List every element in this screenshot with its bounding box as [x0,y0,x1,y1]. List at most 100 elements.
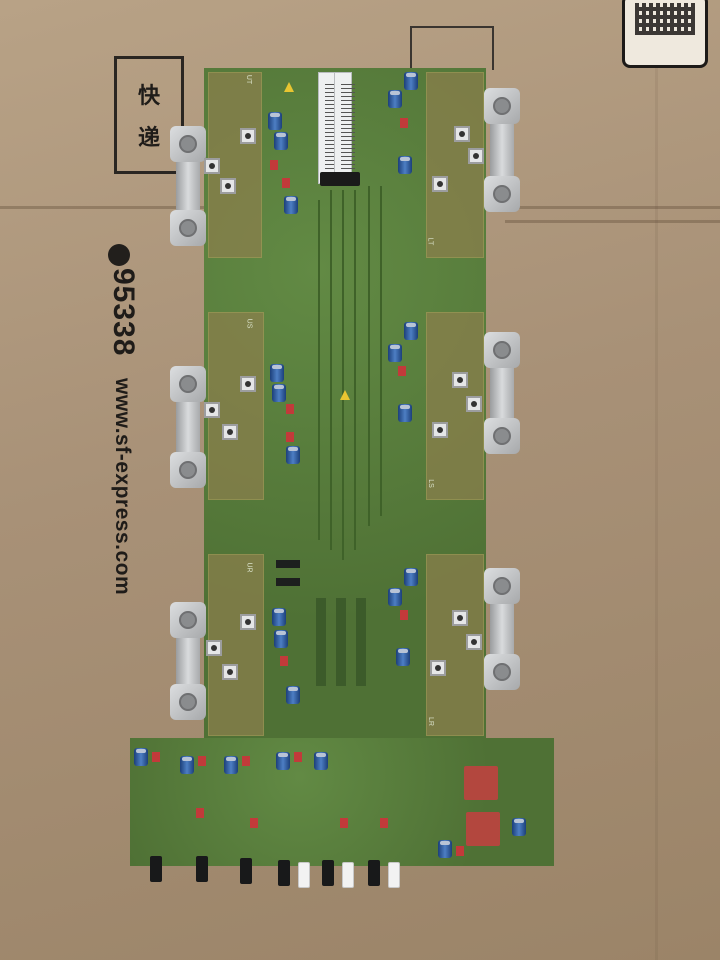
chip-array [336,598,346,686]
capacitor [274,132,288,150]
trace [380,186,382,516]
stamp-char-2: 递 [137,126,160,151]
capacitor [404,568,418,586]
pad-lt [426,72,484,258]
ribbon-connector [320,172,360,186]
stamp-char-1: 快 [137,84,160,109]
square-terminal [222,664,238,680]
square-terminal [466,396,482,412]
capacitor [284,196,298,214]
square-terminal [204,158,220,174]
website-text: www.sf-express.com [111,378,134,596]
warning-icon [340,390,350,400]
resistor [380,818,388,828]
resistor [198,756,206,766]
square-terminal [452,372,468,388]
fiber-optic-receiver [240,858,252,884]
square-terminal [466,634,482,650]
label-lt: LT [426,237,434,246]
square-terminal [240,614,256,630]
resistor [400,118,408,128]
cardboard-seam-vertical [655,0,658,960]
capacitor [404,322,418,340]
trace [368,186,370,526]
chip-ic [276,560,300,568]
terminal-lug [170,684,206,720]
handling-symbol-box [410,26,494,70]
resistor [294,752,302,762]
terminal-lug [170,126,206,162]
square-terminal [452,610,468,626]
capacitor [224,756,238,774]
terminal-lug [170,210,206,246]
capacitor [272,384,286,402]
capacitor [270,364,284,382]
capacitor [388,588,402,606]
capacitor [404,72,418,90]
resistor [456,846,464,856]
terminal-lug [484,88,520,124]
capacitor [388,344,402,362]
capacitor [398,404,412,422]
terminal-lug [170,366,206,402]
capacitor [286,686,300,704]
terminal-lug [484,654,520,690]
resistor [196,808,204,818]
relay [466,812,500,846]
cardboard-seam-right [505,220,720,223]
chip-ic [276,578,300,586]
label-ur: UR [245,562,253,573]
label-us: US [245,318,253,329]
phone-block [100,244,144,364]
chip-array [316,598,326,686]
capacitor [134,748,148,766]
capacitor [268,112,282,130]
square-terminal [468,148,484,164]
resistor [398,366,406,376]
resistor [270,160,278,170]
resistor [286,404,294,414]
fiber-optic-receiver [196,856,208,882]
barcode-label-2 [334,72,355,184]
terminal-lug [484,332,520,368]
square-terminal [432,176,448,192]
warning-icon [284,82,294,92]
capacitor [180,756,194,774]
capacitor [398,156,412,174]
square-terminal [222,424,238,440]
qr-code-sticker [622,0,708,68]
fiber-optic-receiver [278,860,290,886]
resistor [152,752,160,762]
label-ut: UT [245,74,253,85]
terminal-lug [170,602,206,638]
chip-array [356,598,366,686]
terminal-lug [484,568,520,604]
square-terminal [432,422,448,438]
capacitor [274,630,288,648]
square-terminal [220,178,236,194]
fiber-optic-receiver [150,856,162,882]
square-terminal [204,402,220,418]
resistor [280,656,288,666]
square-terminal [430,660,446,676]
resistor [400,610,408,620]
fiber-optic-transmitter [342,862,354,888]
capacitor [314,752,328,770]
label-ls: LS [426,479,434,488]
capacitor [438,840,452,858]
capacitor [286,446,300,464]
capacitor [276,752,290,770]
phone-icon [108,244,130,266]
capacitor [396,648,410,666]
square-terminal [240,376,256,392]
capacitor [272,608,286,626]
fiber-optic-transmitter [298,862,310,888]
trace [318,200,320,540]
fiber-optic-receiver [322,860,334,886]
resistor [250,818,258,828]
trace [330,190,332,550]
terminal-lug [484,418,520,454]
square-terminal [454,126,470,142]
terminal-lug [170,452,206,488]
label-lr: LR [426,717,434,726]
